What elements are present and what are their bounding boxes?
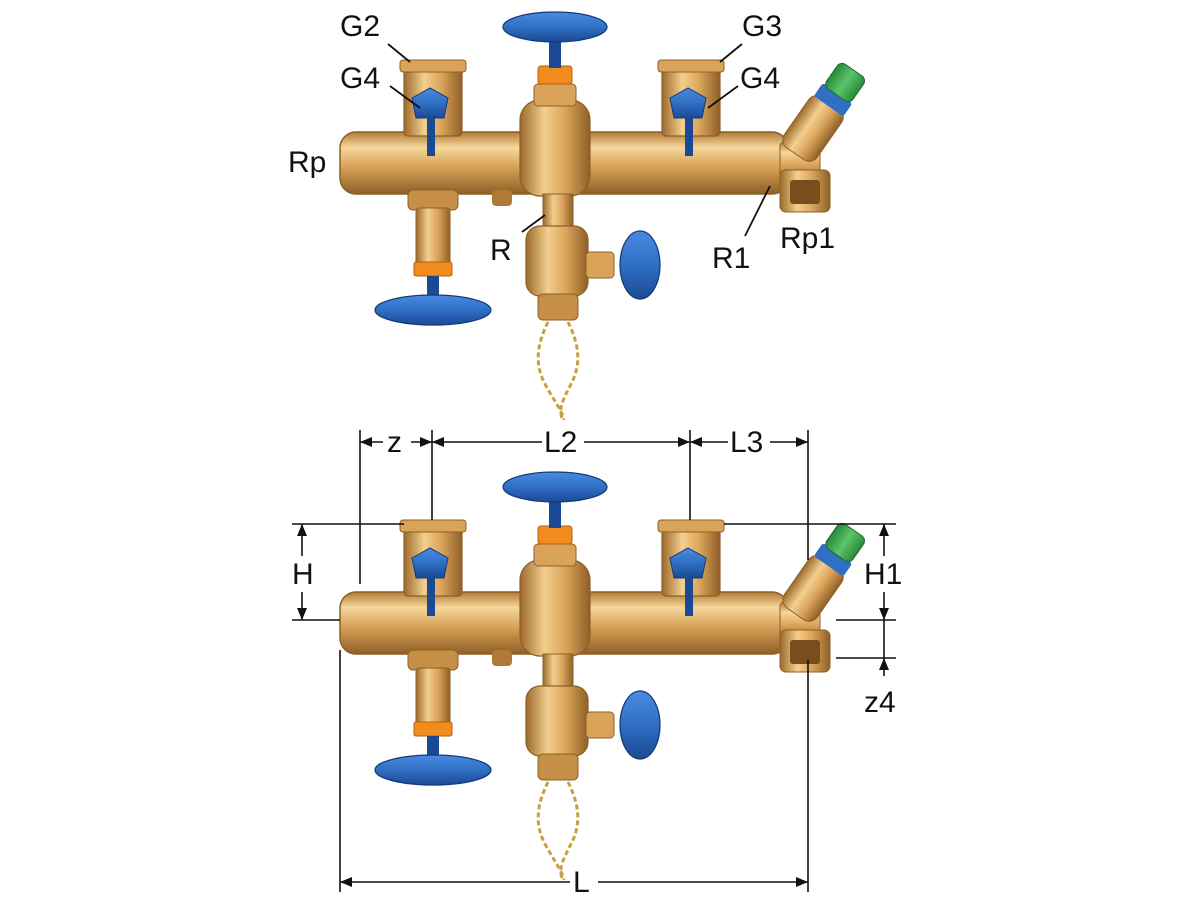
label-h1: H1 — [864, 558, 902, 591]
leader-r1 — [744, 185, 771, 237]
manifold-assembly-top — [338, 10, 872, 422]
leader-g2 — [387, 43, 411, 63]
leader-r — [521, 214, 546, 233]
leader-g3 — [719, 43, 743, 63]
arrow-z4 — [879, 658, 889, 670]
arrow-h-bottom — [297, 608, 307, 620]
leader-g4-right — [707, 85, 739, 109]
label-bg-l — [570, 864, 598, 898]
arrow-l-right — [796, 877, 808, 887]
arrow-l3-right — [796, 437, 808, 447]
label-rp: Rp — [288, 146, 326, 179]
label-g3: G3 — [742, 10, 782, 43]
label-bg-h — [288, 556, 318, 592]
label-z4: z4 — [864, 686, 896, 719]
arrow-l-left — [340, 877, 352, 887]
label-g4-left: G4 — [340, 62, 380, 95]
arrow-l2-left — [432, 437, 444, 447]
bottom-view: z L2 L3 H H1 z4 L — [288, 424, 908, 899]
arrow-h1-bottom — [879, 608, 889, 620]
label-g4-right: G4 — [740, 62, 780, 95]
leader-g4-left — [389, 85, 421, 109]
label-g2: G2 — [340, 10, 380, 43]
arrow-z-left — [360, 437, 372, 447]
arrow-h-top — [297, 524, 307, 536]
label-r1: R1 — [712, 242, 750, 275]
label-z: z — [387, 426, 402, 459]
arrow-h1-top — [879, 524, 889, 536]
label-bg-h1 — [862, 556, 908, 592]
label-bg-z — [383, 424, 411, 460]
label-rp1: Rp1 — [780, 222, 835, 255]
label-l3: L3 — [730, 426, 763, 459]
label-l2: L2 — [544, 426, 577, 459]
arrow-l2-right — [678, 437, 690, 447]
top-view: G2 G3 G4 G4 Rp R R1 Rp1 — [288, 10, 872, 422]
label-bg-l2 — [542, 424, 584, 460]
label-l: L — [573, 866, 590, 899]
arrow-l3-left — [690, 437, 702, 447]
label-bg-l3 — [728, 424, 770, 460]
arrow-z-right — [420, 437, 432, 447]
manifold-assembly-bottom — [338, 470, 872, 882]
label-h: H — [292, 558, 314, 591]
label-r: R — [490, 234, 512, 267]
